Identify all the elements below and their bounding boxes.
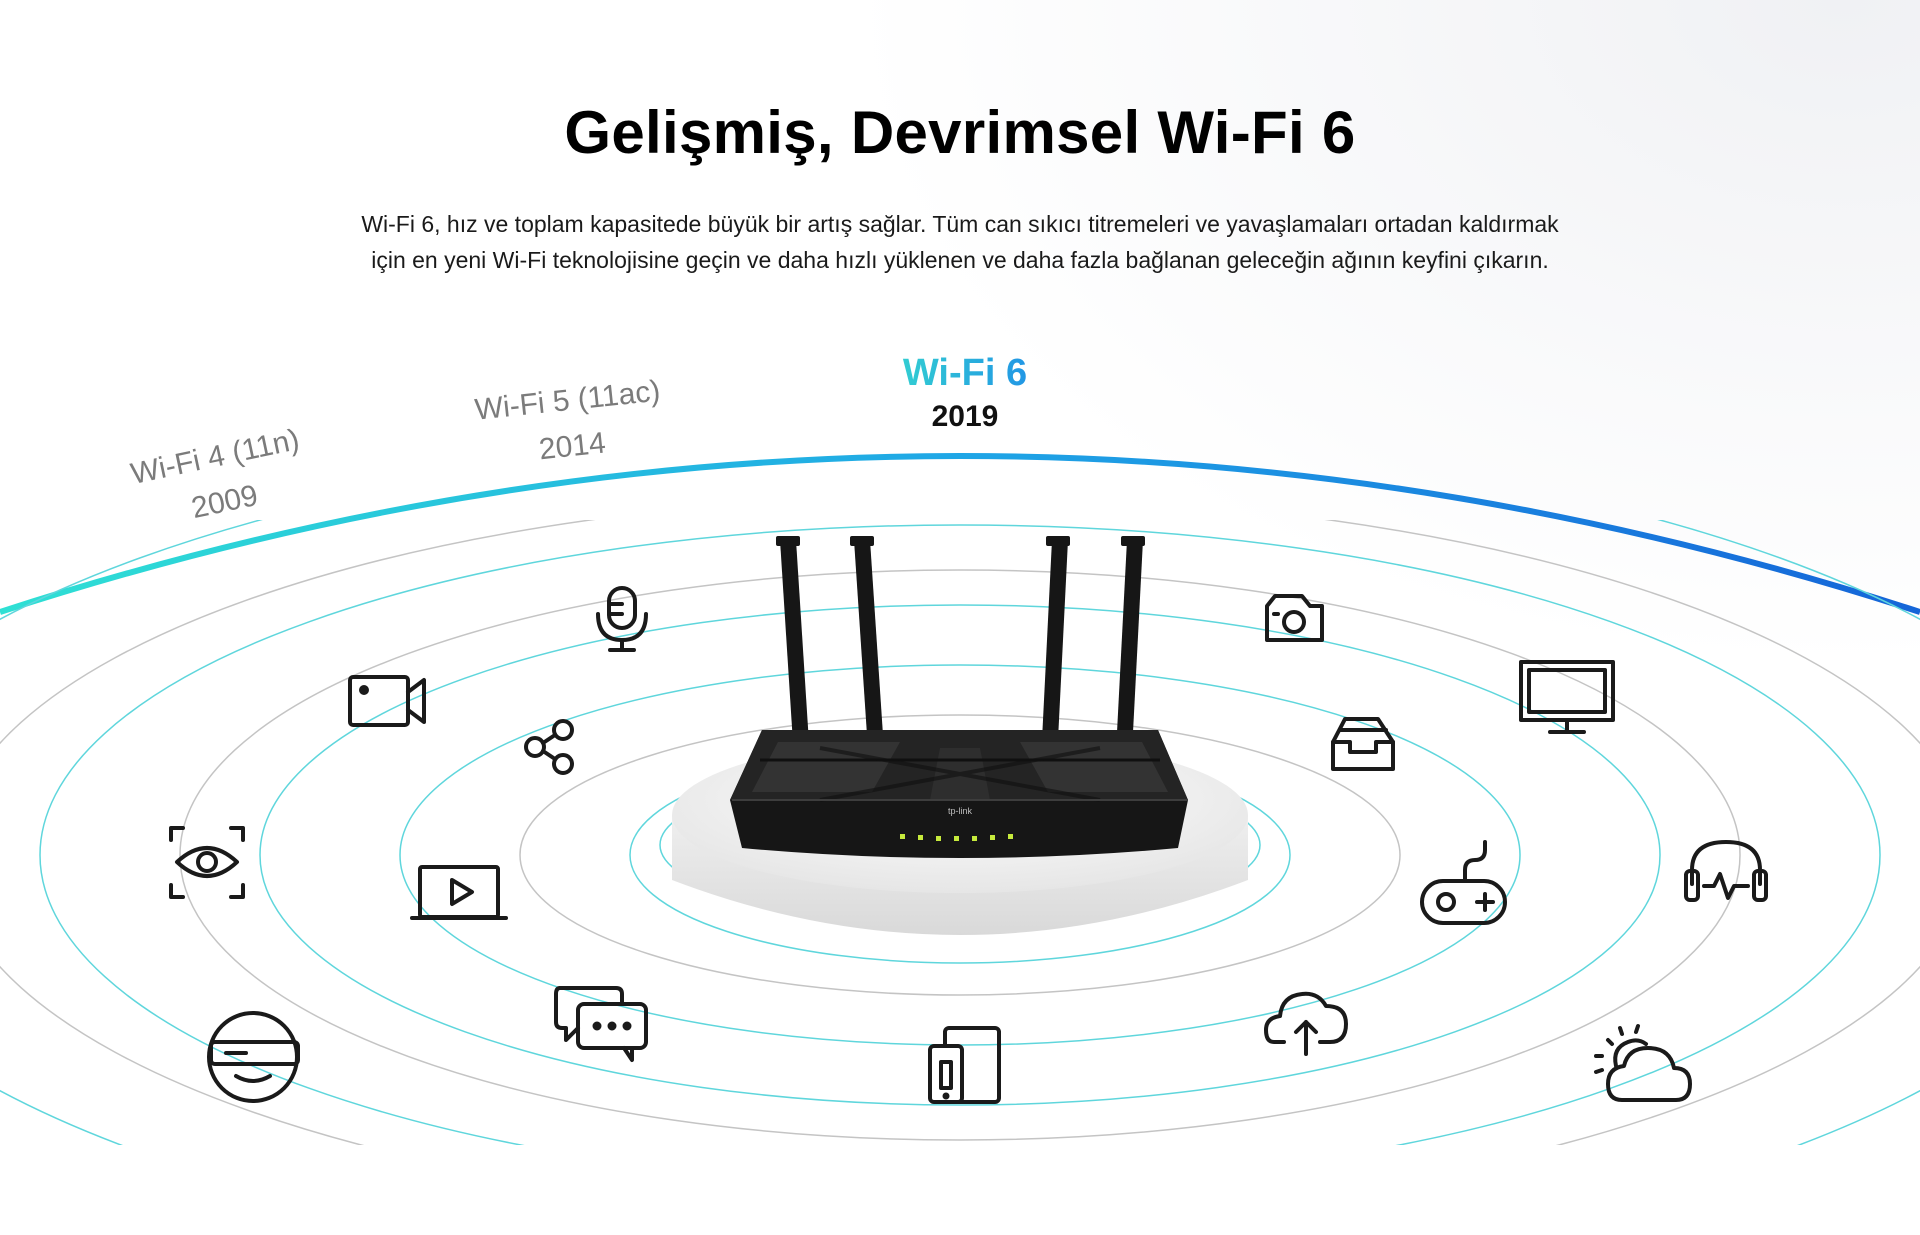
router-brand-logo: tp-link: [948, 806, 973, 816]
description-line-2: için en yeni Wi-Fi teknolojisine geçin v…: [371, 247, 1549, 273]
microphone-icon: [596, 586, 648, 652]
eye-scan-icon: [169, 826, 245, 899]
router-antennas: [776, 536, 1145, 790]
weather-cloud-icon: [1594, 1024, 1692, 1102]
signal-ring: [259, 604, 1661, 1106]
signal-ring: [39, 524, 1881, 1145]
router-leds: [900, 834, 1013, 841]
chat-bubbles-icon: [554, 986, 648, 1062]
description-line-1: Wi-Fi 6, hız ve toplam kapasitede büyük …: [361, 211, 1559, 237]
video-camera-icon: [348, 675, 426, 727]
wifi-evolution-arc: [0, 453, 1920, 615]
camera-icon: [1265, 594, 1324, 642]
wifi6-name: Wi-Fi 6: [880, 352, 1050, 395]
page-description: Wi-Fi 6, hız ve toplam kapasitede büyük …: [250, 206, 1670, 278]
laptop-play-icon: [410, 865, 508, 920]
wifi6-year: 2019: [931, 400, 999, 433]
monitor-icon: [1519, 660, 1615, 734]
signal-ring: [519, 714, 1401, 996]
cloud-upload-icon: [1264, 991, 1348, 1056]
share-icon: [524, 719, 574, 775]
inbox-tray-icon: [1331, 717, 1395, 771]
signal-ring: [179, 569, 1741, 1141]
mobile-tablet-icon: [928, 1026, 1001, 1104]
router-image: tp-link: [730, 536, 1188, 858]
game-controller-icon: [1420, 840, 1507, 925]
headphones-icon: [1684, 840, 1768, 902]
page-title: Gelişmiş, Devrimsel Wi-Fi 6: [564, 99, 1356, 166]
vr-headset-icon: [207, 1011, 300, 1103]
